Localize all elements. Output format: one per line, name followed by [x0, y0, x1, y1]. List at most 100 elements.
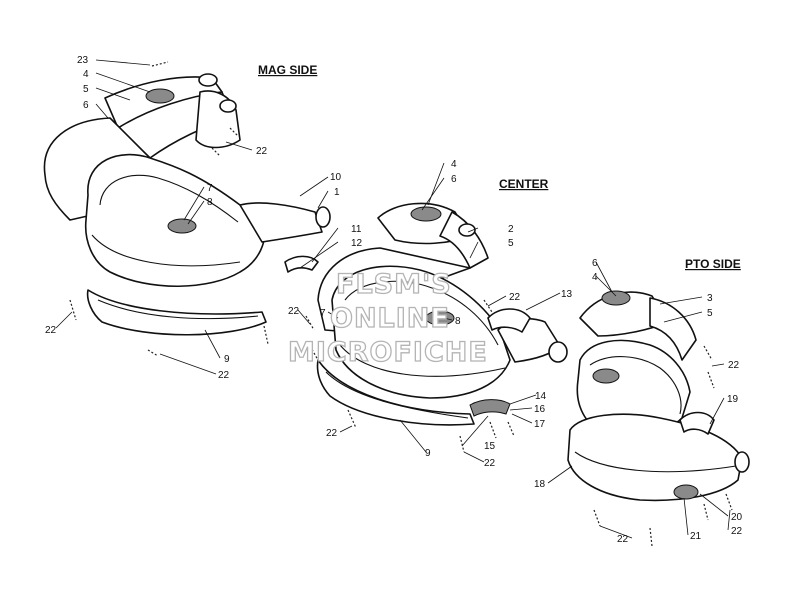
center-clip-22c-1: [459, 435, 465, 453]
mag-top-outlet-flange: [198, 73, 218, 87]
callout-pto-21: 21: [690, 531, 702, 542]
pto-silencer: [649, 297, 697, 361]
callout-mag-1: 1: [334, 187, 340, 198]
mag-lower-shield-rib: [97, 299, 259, 320]
callout-center-22d: 22: [326, 428, 338, 439]
center-outlet-flange: [458, 223, 476, 237]
callout-mag-6: 6: [83, 100, 89, 111]
center-mesh-middle: [425, 310, 455, 326]
center-mesh-sleeve-15: [469, 399, 511, 417]
mag-clip-23: [151, 61, 169, 67]
callouts-pto: 6 4 3 5 22 19 18 20 22 21 22: [534, 258, 743, 545]
center-inlet-flange: [548, 341, 568, 363]
callout-center-4: 4: [451, 159, 457, 170]
section-title-mag: MAG SIDE: [258, 63, 317, 77]
callout-mag-22b: 22: [45, 325, 57, 336]
section-title-center: CENTER: [499, 177, 549, 191]
callout-pto-4: 4: [592, 272, 598, 283]
callout-center-11: 11: [351, 224, 362, 235]
mag-pipe-inner-contour: [99, 174, 239, 223]
mag-clip-22a-1: [229, 127, 239, 137]
pto-clip-22b: [725, 493, 733, 511]
callout-center-5: 5: [508, 238, 514, 249]
pto-lower-pipe: [567, 413, 743, 502]
callout-center-22b: 22: [288, 306, 300, 317]
callout-pto-22b: 22: [731, 526, 743, 537]
mag-lower-shield: [86, 289, 267, 336]
center-pipe-inner-contour-2: [339, 344, 506, 377]
callout-center-15: 15: [484, 441, 496, 452]
center-clip-22b-2: [309, 345, 319, 361]
callout-center-16: 16: [534, 404, 546, 415]
callout-mag-8: 8: [207, 197, 213, 208]
center-exhaust-pipe-bend: [331, 265, 511, 399]
callout-pto-22c: 22: [617, 534, 629, 545]
pto-clip-22c-1: [593, 509, 601, 527]
callout-pto-5: 5: [707, 308, 713, 319]
section-title-pto: PTO SIDE: [685, 257, 741, 271]
pto-lower-pipe-contour: [574, 451, 737, 473]
mag-side-assembly: [43, 61, 331, 357]
pto-clip-22c-3: [703, 503, 709, 521]
callout-mag-10: 10: [330, 172, 342, 183]
callout-center-17: 17: [534, 419, 546, 430]
callout-center-7: 7: [320, 308, 326, 319]
center-pipe-inner-contour: [344, 280, 499, 346]
callout-center-22c: 22: [484, 458, 496, 469]
callout-pto-18: 18: [534, 479, 546, 490]
pto-mesh-upper: [601, 290, 631, 306]
watermark-line-3: MICROFICHE: [288, 337, 488, 368]
callout-mag-9: 9: [224, 354, 230, 365]
mag-gasket-11: [284, 255, 319, 273]
mag-inlet-flange: [315, 206, 331, 228]
pto-pipe-inner-contour: [589, 356, 682, 415]
callout-pto-22a: 22: [728, 360, 740, 371]
callout-center-13: 13: [561, 289, 573, 300]
callouts-center: 4 6 11 12 2 5 22 22 7 8 13 14 16 17 15 2…: [288, 159, 573, 469]
callouts-mag: 23 4 5 6 22 7 8 10 1 22 9 22: [45, 55, 342, 381]
callout-center-12: 12: [351, 238, 363, 249]
watermark: FLSM'S ONLINE MICROFICHE: [287, 268, 488, 368]
pto-clip-22a-1: [703, 345, 713, 361]
center-clip-22c-3: [507, 421, 515, 437]
pto-lower-outlet-flange: [734, 451, 750, 473]
center-lower-shield-rib: [325, 371, 469, 419]
mag-clip-22b: [69, 299, 77, 321]
center-clip-22a: [483, 299, 493, 313]
callout-center-22a: 22: [509, 292, 521, 303]
mag-silencer-outlet: [195, 90, 241, 149]
mag-clip-22c-2: [263, 325, 269, 345]
callout-pto-20: 20: [731, 512, 743, 523]
mag-clip-22c-1: [147, 349, 159, 357]
callout-mag-7: 7: [207, 183, 213, 194]
callout-mag-5: 5: [83, 84, 89, 95]
center-mesh-upper: [410, 206, 442, 222]
callout-mag-23: 23: [77, 55, 89, 66]
callout-pto-3: 3: [707, 293, 713, 304]
callout-mag-22a: 22: [256, 146, 268, 157]
leader-lines: [55, 59, 731, 539]
callout-pto-19: 19: [727, 394, 739, 405]
callout-mag-22c: 22: [218, 370, 230, 381]
center-clip-22b-1: [305, 315, 315, 331]
pto-mesh-middle: [592, 368, 620, 384]
mag-clip-22a-2: [211, 147, 221, 157]
watermark-line-1: FLSM'S: [336, 269, 452, 300]
callout-center-9: 9: [425, 448, 431, 459]
watermark-line-2: ONLINE: [330, 303, 450, 334]
pto-mesh-lower: [673, 484, 699, 500]
pto-side-assembly: [567, 290, 750, 547]
mag-mesh-lower: [167, 218, 197, 234]
center-clip-22c-2: [489, 421, 497, 439]
pto-clip-22a-2: [707, 371, 715, 389]
center-coupler-13: [487, 308, 531, 333]
callout-pto-6: 6: [592, 258, 598, 269]
center-lower-shield: [316, 359, 475, 426]
mag-outlet-flange: [219, 99, 237, 113]
mag-pipe-inner-contour-2: [91, 234, 241, 267]
callout-center-6: 6: [451, 174, 457, 185]
center-assembly: [305, 202, 568, 453]
callout-center-8: 8: [455, 316, 461, 327]
center-silencer: [439, 211, 489, 269]
